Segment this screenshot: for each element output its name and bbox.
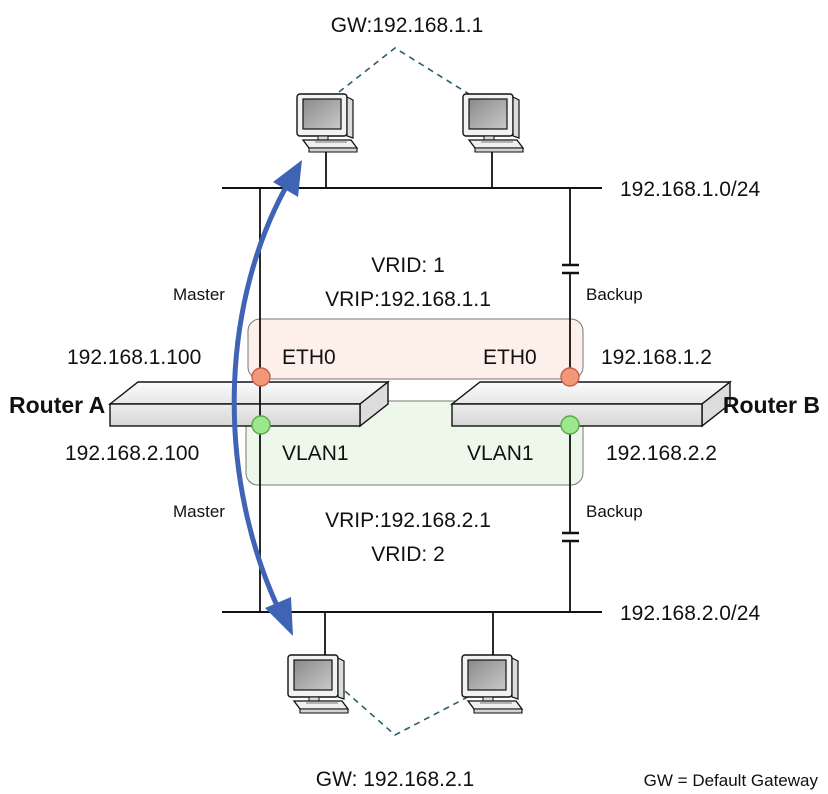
vrip-label-bottom: VRIP:192.168.2.1 [325,509,491,532]
router-b-eth0-label: ETH0 [483,346,537,369]
network-label-top: 192.168.1.0/24 [620,178,760,201]
router-b-eth0-ip: 192.168.1.2 [601,346,712,369]
router-b-vlan1-label: VLAN1 [467,442,534,465]
router-b-icon [451,381,731,427]
router-a-role-bottom: Master [173,502,225,521]
router-a-role-top: Master [173,285,225,304]
router-a-icon [109,381,389,427]
router-a-vlan1-label: VLAN1 [282,442,349,465]
pc-icon-bottom-left [287,654,349,714]
arrow-head-down-icon [265,597,293,636]
vrip-label-top: VRIP:192.168.1.1 [325,288,491,311]
arrow-head-up-icon [273,160,302,197]
router-b-vlan1-ip: 192.168.2.2 [606,442,717,465]
pc-icon-top-right [462,93,524,153]
master-failover-arrow [231,168,299,630]
router-a-vlan1-ip: 192.168.2.100 [65,442,199,465]
router-b-eth0-port [560,367,580,387]
gateway-label-bottom: GW: 192.168.2.1 [316,768,474,791]
gateway-link-top [338,47,486,105]
router-b-role-top: Backup [586,285,643,304]
vrid-label-top: VRID: 1 [371,254,445,277]
vrid-label-bottom: VRID: 2 [371,543,445,566]
router-a-name: Router A [9,392,105,418]
router-a-eth0-port [251,367,271,387]
router-b-role-bottom: Backup [586,502,643,521]
eth0-vrrp-group [247,318,584,380]
gateway-label-top: GW:192.168.1.1 [331,14,484,37]
network-label-bottom: 192.168.2.0/24 [620,602,760,625]
router-b-name: Router B [723,392,820,418]
legend-default-gateway: GW = Default Gateway [644,771,819,790]
router-a-vlan1-port [251,415,271,435]
router-b-vlan1-port [560,415,580,435]
pc-icon-bottom-right [461,654,523,714]
gateway-link-bottom [336,683,486,736]
router-a-eth0-ip: 192.168.1.100 [67,346,201,369]
router-a-eth0-label: ETH0 [282,346,336,369]
pc-icon-top-left [296,93,358,153]
